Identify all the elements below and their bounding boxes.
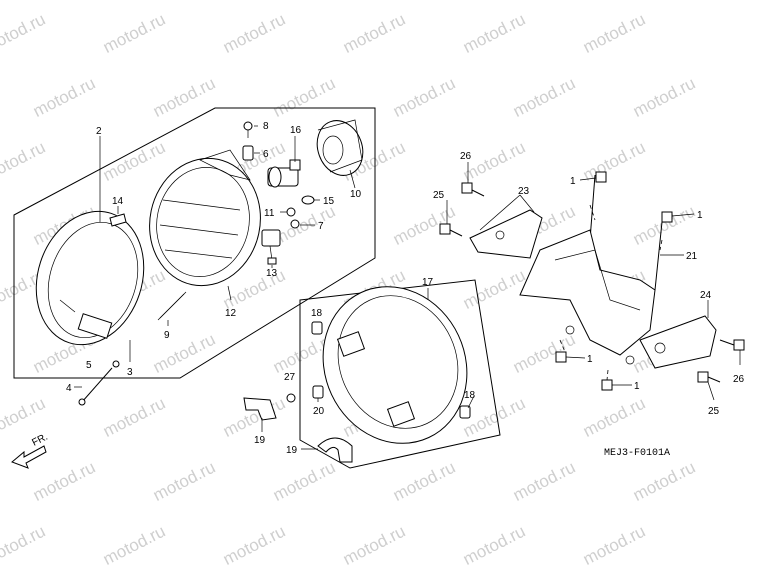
callout-14: 14: [112, 196, 124, 207]
stay-23: [469, 209, 543, 259]
bolt-1d: [601, 379, 613, 391]
callout-21: 21: [686, 251, 698, 262]
front-label: FR.: [30, 432, 49, 449]
bolt-1b: [661, 211, 673, 223]
callout-24: 24: [700, 290, 712, 301]
dust-cover: [316, 119, 364, 176]
callout-26b: 26: [733, 374, 745, 385]
grommet-18b: [459, 405, 471, 419]
callout-20: 20: [313, 406, 325, 417]
socket: [261, 229, 281, 265]
bolt-26a: [461, 182, 485, 197]
headlight-rim: [35, 210, 145, 346]
callout-25a: 25: [433, 190, 445, 201]
case-group-outline: [299, 279, 501, 469]
callout-3: 3: [127, 367, 133, 378]
leader-lines: [74, 125, 741, 450]
callout-25b: 25: [708, 406, 720, 417]
bolt-26b: [719, 339, 745, 351]
callout-12: 12: [225, 308, 237, 319]
headlight-group-outline: [13, 107, 376, 379]
bolt-27: [286, 393, 296, 403]
headlight-unit: [149, 149, 261, 287]
headlight-stay-21: [519, 174, 663, 365]
callout-6: 6: [263, 149, 269, 160]
callout-23: 23: [518, 186, 530, 197]
callout-18a: 18: [311, 308, 323, 319]
callout-13: 13: [266, 268, 278, 279]
callout-8: 8: [263, 121, 269, 132]
callout-15: 15: [323, 196, 335, 207]
grommet-11: [286, 207, 296, 217]
callout-2: 2: [96, 126, 102, 137]
callout-1a: 1: [570, 176, 576, 187]
callout-27: 27: [284, 372, 296, 383]
callout-1c: 1: [587, 354, 593, 365]
callout-16: 16: [290, 125, 302, 136]
callout-10: 10: [350, 189, 362, 200]
callout-19b: 19: [286, 445, 298, 456]
socket-7: [290, 219, 300, 229]
headlight-case: [322, 286, 468, 444]
front-arrow-icon: [11, 445, 47, 469]
grommet-6: [242, 145, 254, 161]
callout-19a: 19: [254, 435, 266, 446]
callout-9: 9: [164, 330, 170, 341]
clip-14: [109, 213, 127, 227]
clamp-19b: [317, 437, 353, 463]
bolt-1c: [555, 351, 567, 363]
callout-7: 7: [318, 221, 324, 232]
bulb: [267, 159, 301, 188]
bolt-1a: [595, 171, 607, 183]
grommet-18a: [311, 321, 323, 335]
diagram-code: MEJ3-F0101A: [604, 448, 670, 459]
nut-5: [112, 360, 120, 368]
screw-8: [243, 121, 253, 138]
callout-4: 4: [66, 383, 72, 394]
bracket-24: [639, 315, 717, 369]
bolt-25a: [439, 223, 463, 237]
bulb-15: [301, 195, 315, 205]
grommet-20: [312, 385, 324, 399]
clamp-19a: [243, 397, 277, 421]
callout-17: 17: [422, 277, 434, 288]
callout-1b: 1: [697, 210, 703, 221]
callout-1d: 1: [634, 381, 640, 392]
callout-5: 5: [86, 360, 92, 371]
screw-4: [78, 367, 113, 406]
callout-11: 11: [264, 208, 275, 219]
bolt-25b: [697, 371, 721, 383]
callout-26a: 26: [460, 151, 472, 162]
callout-18b: 18: [464, 390, 476, 401]
spring-9: [157, 291, 187, 321]
